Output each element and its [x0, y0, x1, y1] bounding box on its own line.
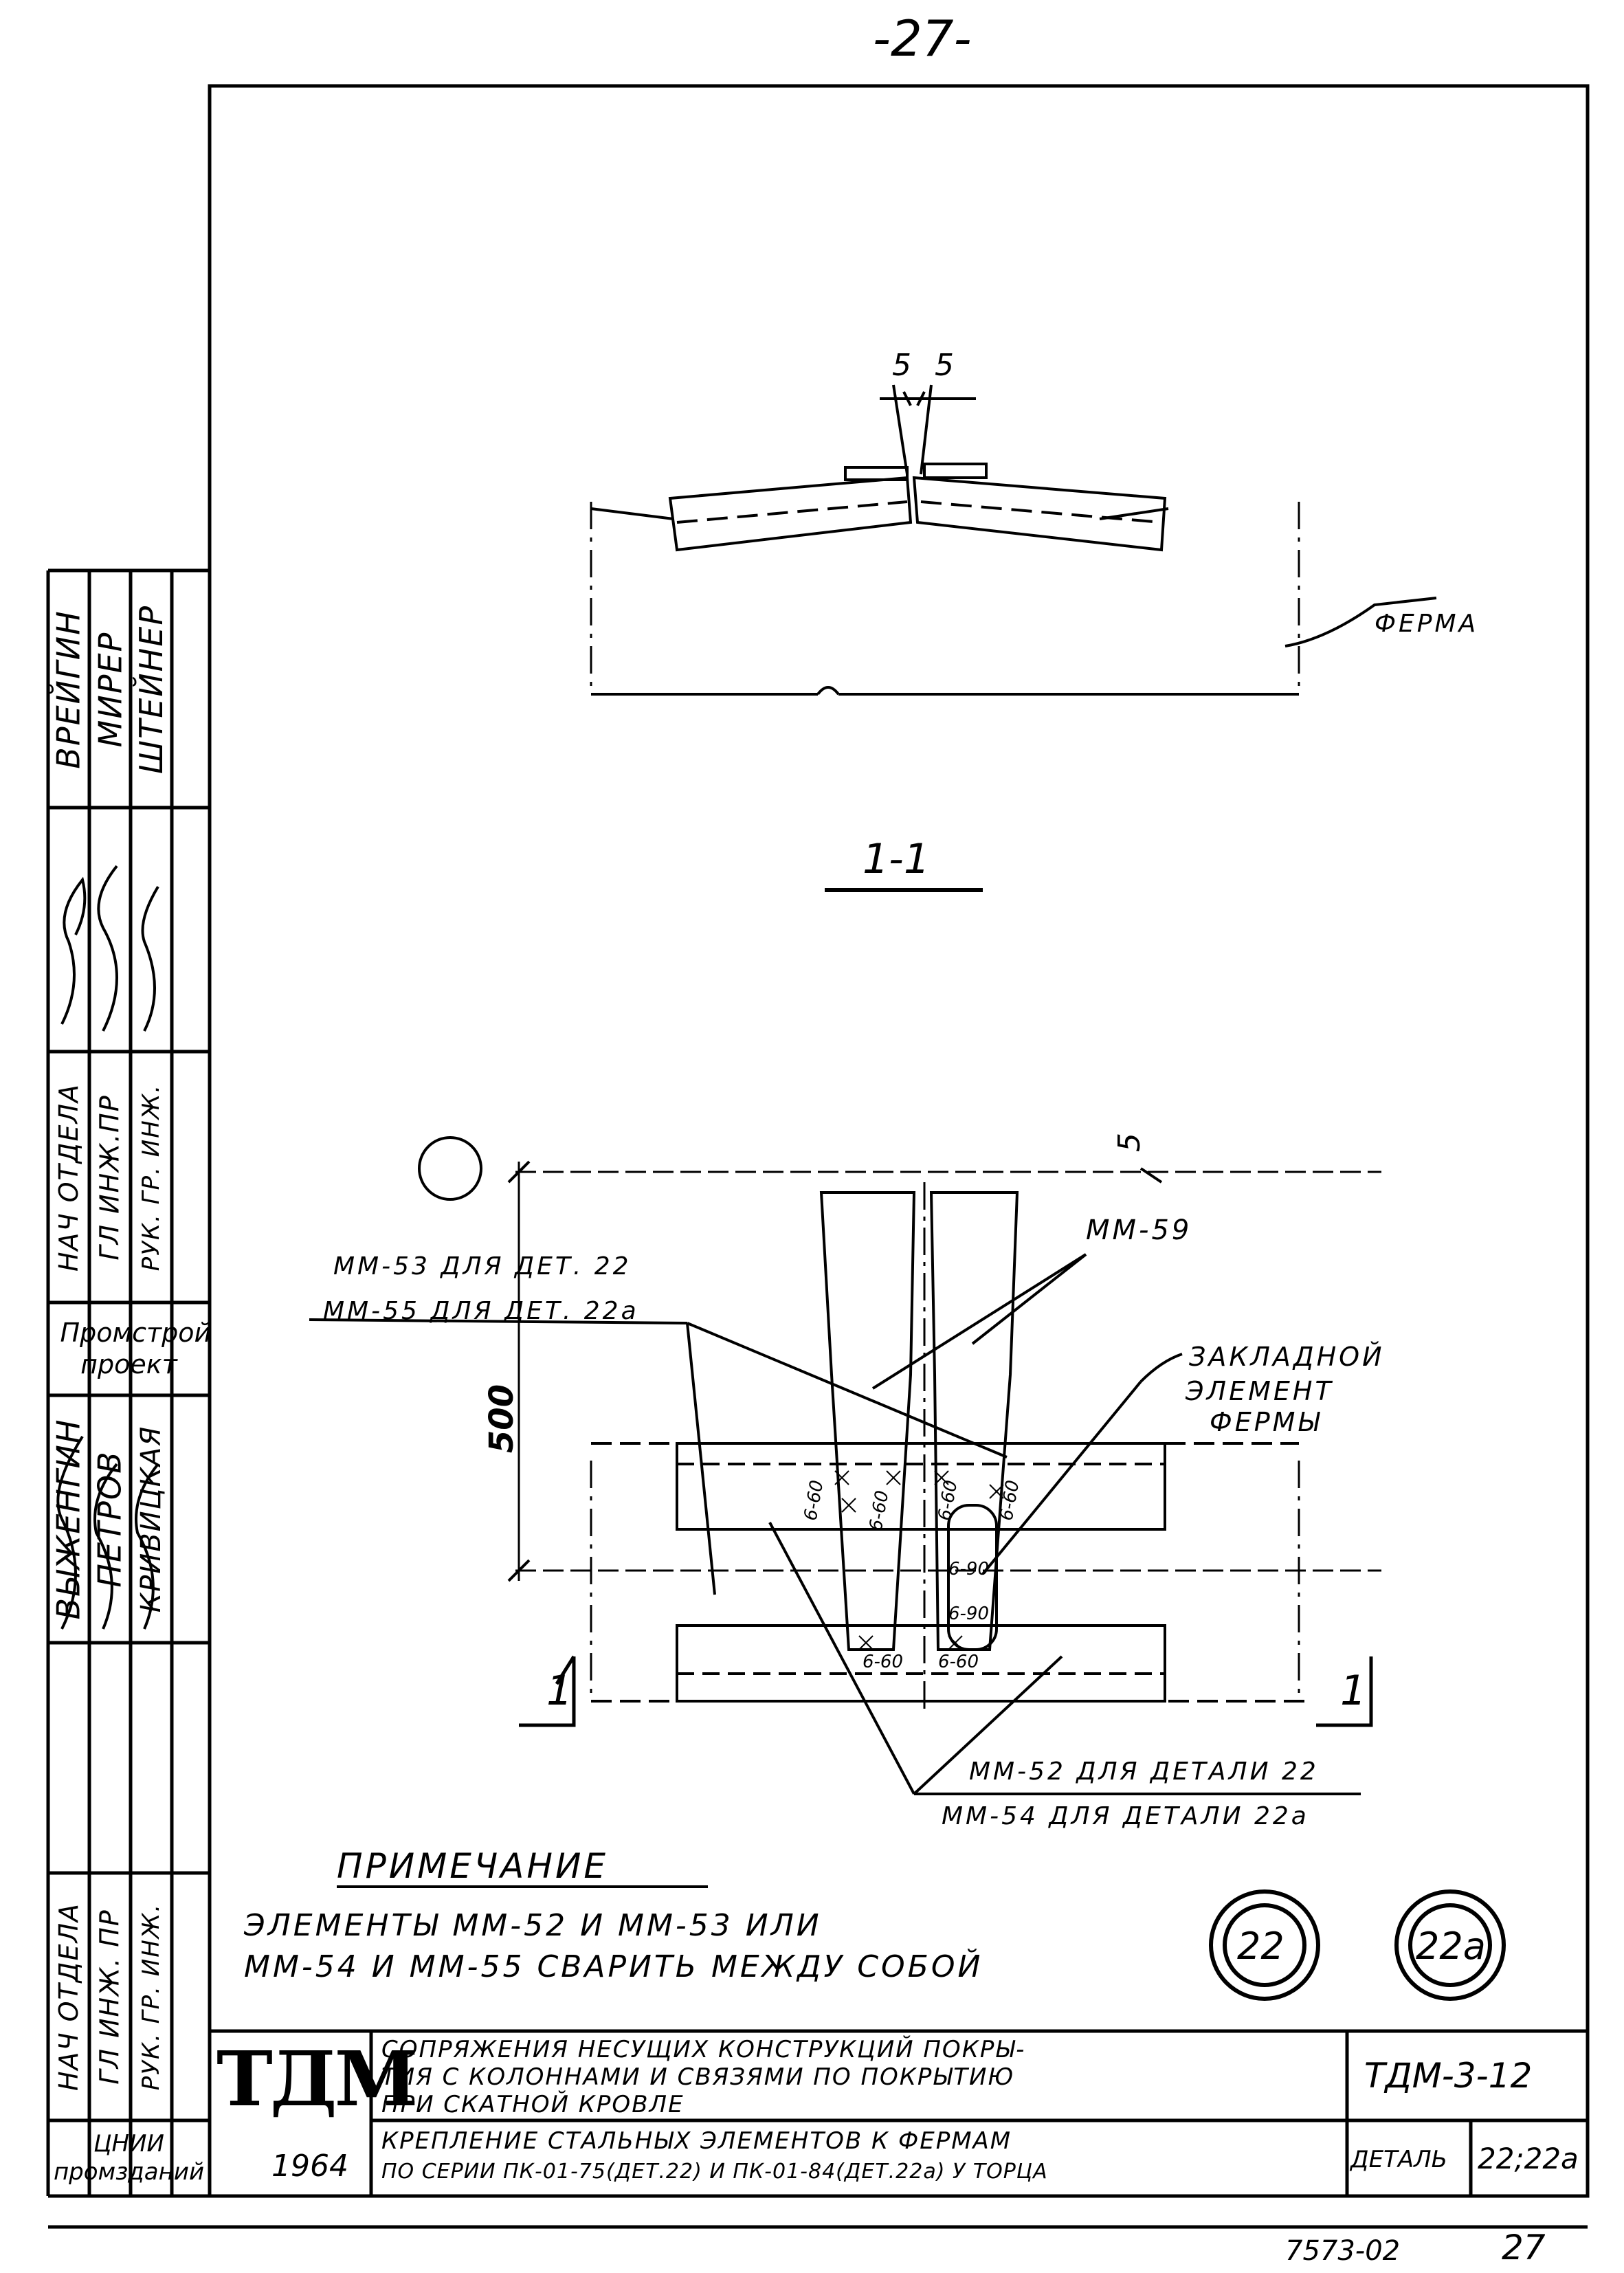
detail-mark-22a-outer	[1394, 1889, 1506, 2001]
weld-label: 6-60	[863, 1652, 904, 1672]
truss-label: ФЕРМА	[1375, 610, 1479, 638]
sheet-frame	[208, 84, 1590, 2198]
detail-ridge-elevation	[590, 384, 1437, 892]
weld-label: 6-60	[938, 1652, 979, 1672]
note-line2: ММ-54 И ММ-55 СВАРИТЬ МЕЖДУ СОБОЙ	[244, 1949, 983, 1984]
stamp-role-0: НАЧ ОТДЕЛА	[54, 1083, 84, 1272]
title-block-grid	[210, 2029, 1588, 2196]
label-mm54: ММ-54 ДЛЯ ДЕТАЛИ 22а	[942, 1802, 1309, 1830]
embedded-line3: ФЕРМЫ	[1210, 1407, 1322, 1437]
weld-label: 6-90	[948, 1604, 990, 1624]
section-mark-left: 1	[546, 1667, 573, 1715]
detail-plan-view	[309, 1136, 1381, 1888]
stamp-role-2: РУК. ГР. ИНЖ.	[137, 1083, 165, 1271]
section-label: 1-1	[863, 835, 930, 883]
stamp-role-mid-2: РУК. ГР. ИНЖ.	[137, 1903, 165, 2091]
stamp-name-top-2: ШТЕЙНЕР	[133, 604, 170, 774]
stamp-name-top-1: МИРЕР	[91, 631, 129, 747]
stamp-institute: ЦНИИ промзданий	[53, 2130, 205, 2186]
label-mm59: ММ-59	[1086, 1215, 1192, 1246]
sheet-number: 27	[1502, 2228, 1546, 2268]
side-stamp-grid	[46, 568, 210, 2196]
stamp-name-top-0: ВРЕЙГИН	[50, 609, 87, 769]
stamp-role-mid-1: ГЛ ИНЖ. ПР	[95, 1909, 125, 2085]
title-line1: СОПРЯЖЕНИЯ НЕСУЩИХ КОНСТРУКЦИЙ ПОКРЫ-	[381, 2036, 1026, 2063]
page-number: -27-	[873, 10, 972, 67]
stamp-name-bottom-0: ВЫЖЕНГИН	[50, 1418, 88, 1620]
dim-height-500: 500	[482, 1384, 522, 1454]
stamp-name-bottom-2: КРИВИЦКАЯ	[135, 1425, 168, 1613]
detail-mark-22a: 22а	[1416, 1925, 1486, 1968]
details-label: ДЕТАЛЬ	[1350, 2146, 1447, 2173]
note-line1: ЭЛЕМЕНТЫ ММ-52 И ММ-53 ИЛИ	[244, 1908, 822, 1943]
stamp-org: Промстрой проект	[60, 1317, 212, 1379]
section-mark-right: 1	[1340, 1667, 1367, 1715]
reference-circle	[418, 1136, 482, 1201]
weld-label: 6-90	[948, 1559, 990, 1579]
series-code: ТДМ-3-12	[1364, 2056, 1533, 2096]
detail-mark-22-outer	[1209, 1889, 1320, 2001]
label-mm53: ММ-53 ДЛЯ ДЕТ. 22	[333, 1252, 632, 1280]
sub-line1: КРЕПЛЕНИЕ СТАЛЬНЫХ ЭЛЕМЕНТОВ К ФЕРМАМ	[381, 2127, 1012, 2155]
stamp-role-mid-0: НАЧ ОТДЕЛА	[54, 1902, 84, 2092]
detail-mark-22: 22	[1237, 1925, 1284, 1968]
dim-right-5: 5	[935, 348, 954, 383]
sub-line2: ПО СЕРИИ ПК-01-75(ДЕТ.22) И ПК-01-84(ДЕТ…	[381, 2160, 1048, 2184]
dim-left-5: 5	[892, 348, 911, 383]
dim-top-5: 5	[1112, 1133, 1147, 1152]
embedded-line2: ЭЛЕМЕНТ	[1186, 1376, 1334, 1406]
label-mm55: ММ-55 ДЛЯ ДЕТ. 22а	[323, 1297, 639, 1325]
label-mm52: ММ-52 ДЛЯ ДЕТАЛИ 22	[969, 1758, 1319, 1786]
stamp-name-bottom-1: ПЕТРОВ	[91, 1450, 129, 1588]
title-line3: ПРИ СКАТНОЙ КРОВЛЕ	[381, 2091, 685, 2118]
title-year: 1964	[271, 2149, 348, 2184]
note-heading: ПРИМЕЧАНИЕ	[337, 1846, 608, 1886]
inventory-number: 7573-02	[1285, 2235, 1401, 2267]
title-logo: ТДМ	[216, 2034, 418, 2123]
embedded-line1: ЗАКЛАДНОЙ	[1189, 1342, 1385, 1372]
title-line2: ТИЯ С КОЛОННАМИ И СВЯЗЯМИ ПО ПОКРЫТИЮ	[381, 2063, 1015, 2091]
details-value: 22;22а	[1478, 2142, 1579, 2175]
stamp-role-1: ГЛ ИНЖ.ПР	[95, 1094, 126, 1261]
